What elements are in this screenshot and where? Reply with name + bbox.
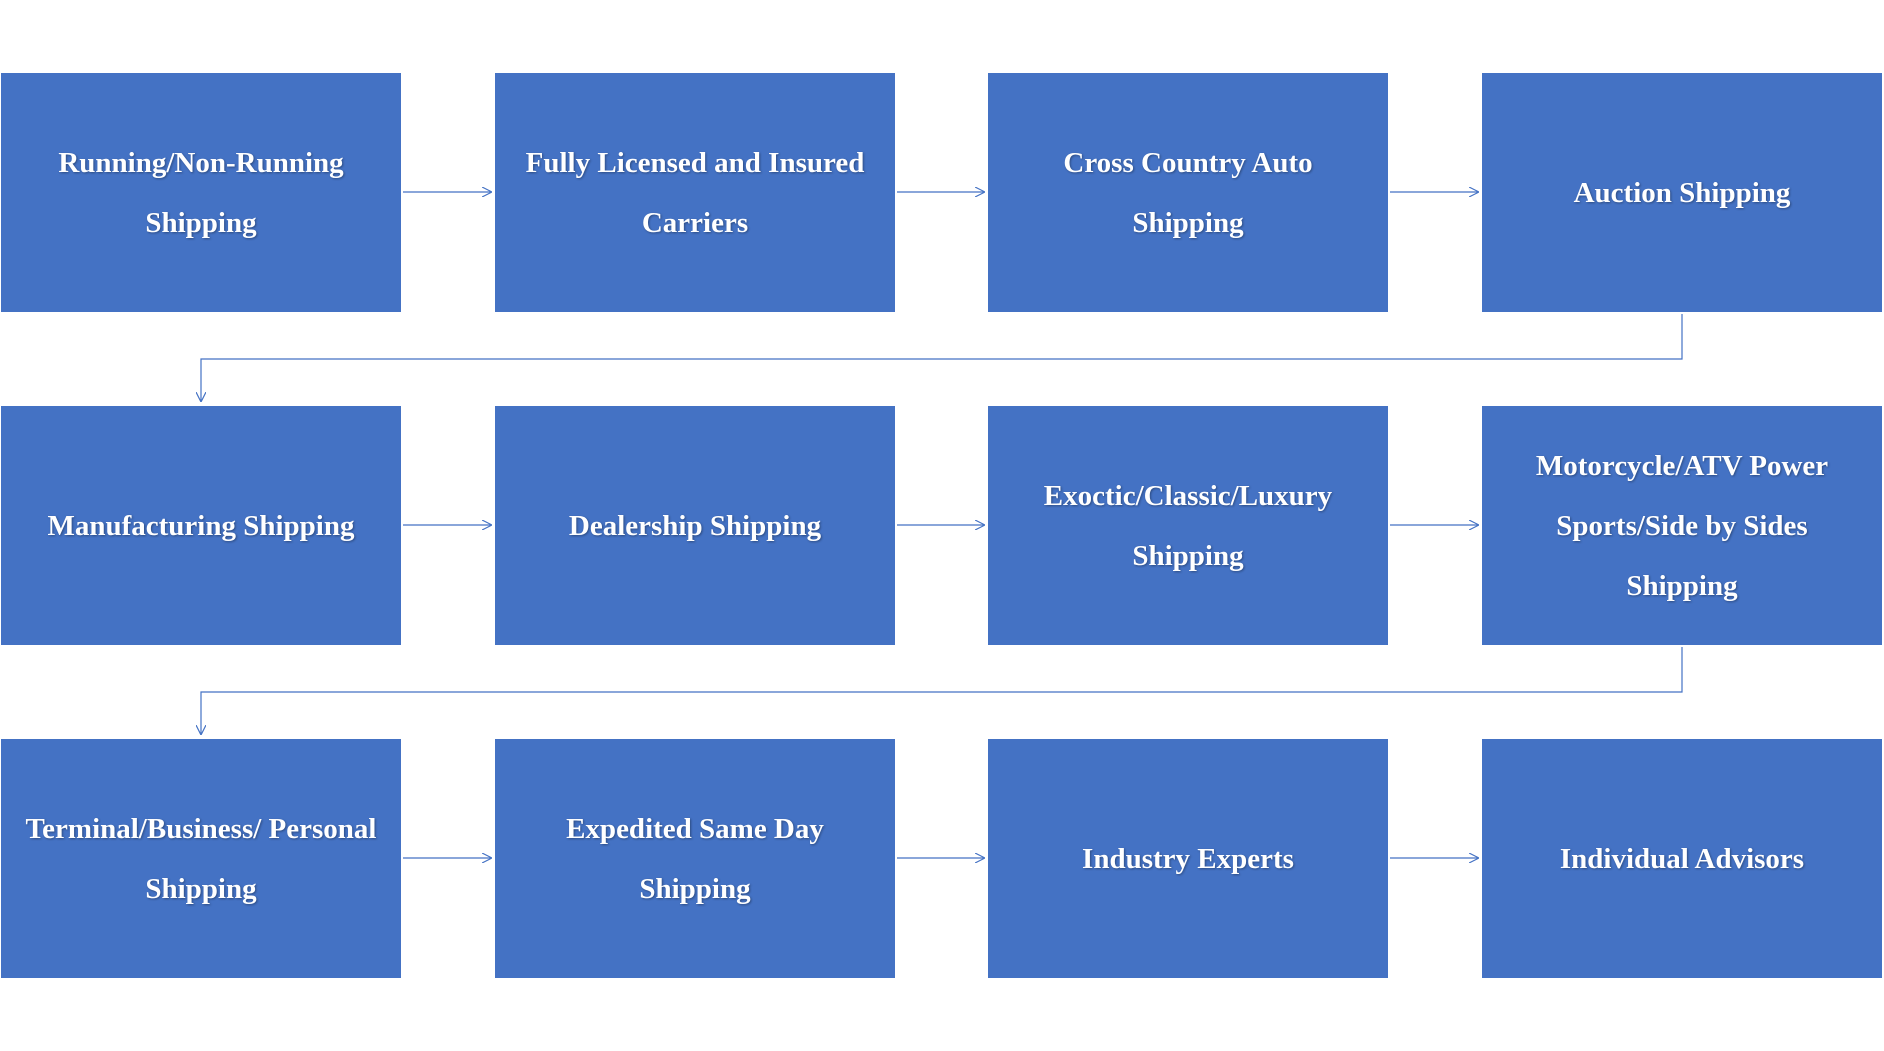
node-licensed-insured-carriers: Fully Licensed and Insured Carriers: [495, 73, 895, 312]
node-motorcycle-atv-shipping: Motorcycle/ATV Power Sports/Side by Side…: [1482, 406, 1882, 645]
node-label: Cross Country Auto Shipping: [1063, 146, 1313, 239]
node-label: Terminal/Business/ Personal Shipping: [25, 812, 377, 905]
node-individual-advisors: Individual Advisors: [1482, 739, 1882, 978]
node-label: Fully Licensed and Insured Carriers: [525, 146, 865, 239]
arrow-4-to-5: [201, 314, 1683, 401]
node-label: Exoctic/Classic/Luxury Shipping: [1043, 479, 1333, 572]
node-label: Auction Shipping: [1573, 176, 1791, 209]
node-label: Running/Non-Running Shipping: [58, 146, 344, 239]
node-exotic-classic-luxury-shipping: Exoctic/Classic/Luxury Shipping: [988, 406, 1388, 645]
node-label: Industry Experts: [1082, 842, 1294, 875]
node-label: Dealership Shipping: [568, 509, 822, 542]
node-dealership-shipping: Dealership Shipping: [495, 406, 895, 645]
node-auction-shipping: Auction Shipping: [1482, 73, 1882, 312]
node-running-non-running-shipping: Running/Non-Running Shipping: [1, 73, 401, 312]
node-label: Expedited Same Day Shipping: [566, 812, 824, 905]
arrow-8-to-9: [201, 647, 1683, 734]
node-label: Motorcycle/ATV Power Sports/Side by Side…: [1535, 449, 1829, 602]
node-label: Manufacturing Shipping: [47, 509, 355, 542]
node-expedited-same-day-shipping: Expedited Same Day Shipping: [495, 739, 895, 978]
node-manufacturing-shipping: Manufacturing Shipping: [1, 406, 401, 645]
node-industry-experts: Industry Experts: [988, 739, 1388, 978]
node-label: Individual Advisors: [1559, 842, 1805, 875]
node-terminal-business-personal-shipping: Terminal/Business/ Personal Shipping: [1, 739, 401, 978]
node-cross-country-auto-shipping: Cross Country Auto Shipping: [988, 73, 1388, 312]
